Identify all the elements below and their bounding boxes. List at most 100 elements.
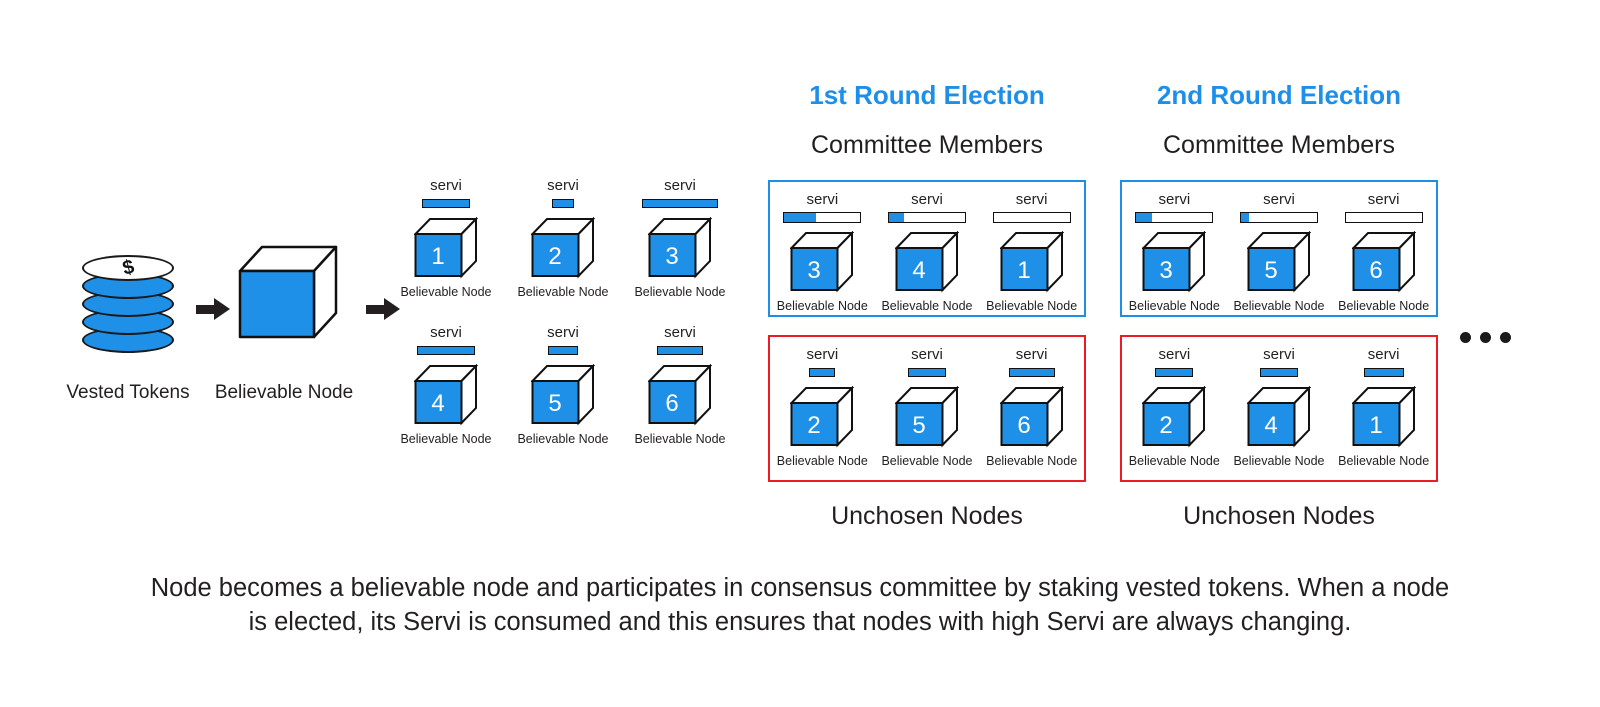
- servi-bar-fill: [1259, 368, 1298, 377]
- node-cube: 6: [1334, 231, 1434, 297]
- node-caption: Believable Node: [634, 285, 726, 299]
- node-number: 4: [912, 257, 925, 284]
- unchosen-node-6[interactable]: servi 6 Believable Node: [982, 347, 1082, 468]
- servi-bar-fill: [1008, 368, 1055, 377]
- pool-node-1[interactable]: servi 1 Believable Node: [398, 178, 494, 299]
- servi-bar-fill: [1155, 368, 1194, 377]
- node-caption: Believable Node: [517, 285, 609, 299]
- servi-bar: [877, 212, 977, 223]
- node-pool: servi 1 Believable Node servi: [398, 178, 728, 446]
- servi-label: servi: [430, 324, 462, 341]
- footer-line-2: is elected, its Servi is consumed and th…: [248, 607, 1352, 636]
- unchosen-node-2[interactable]: servi 2 Believable Node: [772, 347, 872, 468]
- servi-bar: [515, 345, 611, 356]
- servi-bar-fill: [422, 199, 470, 208]
- servi-bar: [1124, 212, 1224, 223]
- round-2-unchosen-heading: Unchosen Nodes: [1183, 502, 1375, 530]
- unchosen-node-1[interactable]: servi 1 Believable Node: [1334, 347, 1434, 468]
- node-number: 6: [1017, 412, 1030, 439]
- node-number: 3: [808, 257, 821, 284]
- node-caption: Believable Node: [881, 454, 973, 468]
- servi-bar-fill: [809, 368, 836, 377]
- node-cube: 5: [877, 386, 977, 452]
- unchosen-node-4[interactable]: servi 4 Believable Node: [1229, 347, 1329, 468]
- more-rounds-ellipsis-icon: [1460, 332, 1511, 343]
- vested-tokens-caption: Vested Tokens: [66, 382, 190, 403]
- node-caption: Believable Node: [776, 299, 868, 313]
- committee-node-3[interactable]: servi 3 Believable Node: [772, 192, 872, 313]
- servi-bar-fill: [1363, 368, 1404, 377]
- pool-node-5[interactable]: servi 5 Believable Node: [515, 325, 611, 446]
- footer-description: Node becomes a believable node and parti…: [0, 572, 1600, 639]
- servi-bar-track: [1239, 212, 1318, 223]
- footer-line-1: Node becomes a believable node and parti…: [150, 574, 1450, 602]
- servi-bar-track: [992, 212, 1071, 223]
- servi-label: servi: [911, 346, 943, 363]
- servi-bar: [632, 198, 728, 209]
- node-cube: 4: [398, 364, 494, 430]
- committee-node-5[interactable]: servi 5 Believable Node: [1229, 192, 1329, 313]
- token-coin-top: [82, 255, 174, 281]
- unchosen-node-5[interactable]: servi 5 Believable Node: [877, 347, 977, 468]
- unchosen-node-2[interactable]: servi 2 Believable Node: [1124, 347, 1224, 468]
- node-caption: Believable Node: [634, 432, 726, 446]
- pool-node-2[interactable]: servi 2 Believable Node: [515, 178, 611, 299]
- servi-label: servi: [430, 177, 462, 194]
- servi-label: servi: [1158, 191, 1191, 208]
- servi-label: servi: [806, 346, 839, 363]
- servi-bar-fill: [548, 346, 578, 355]
- servi-bar: [398, 198, 494, 209]
- servi-bar-fill: [1136, 213, 1152, 222]
- node-number: 2: [808, 412, 821, 439]
- node-cube: 5: [1229, 231, 1329, 297]
- servi-label: servi: [664, 177, 696, 194]
- node-cube: 2: [515, 217, 611, 283]
- servi-bar-fill: [907, 368, 946, 377]
- node-number: 4: [431, 390, 444, 417]
- pool-node-4[interactable]: servi 4 Believable Node: [398, 325, 494, 446]
- node-caption: Believable Node: [1338, 299, 1430, 313]
- node-cube: 3: [1124, 231, 1224, 297]
- servi-label: servi: [664, 324, 696, 341]
- servi-bar-fill: [1240, 213, 1249, 222]
- node-caption: Believable Node: [1233, 299, 1325, 313]
- node-cube: 6: [632, 364, 728, 430]
- committee-node-3[interactable]: servi 3 Believable Node: [1124, 192, 1224, 313]
- node-pool-row: servi 1 Believable Node servi: [398, 178, 728, 299]
- node-number: 5: [912, 412, 925, 439]
- node-cube: 1: [1334, 386, 1434, 452]
- committee-node-1[interactable]: servi 1 Believable Node: [982, 192, 1082, 313]
- node-number: 1: [1369, 412, 1382, 439]
- servi-bar-track: [887, 212, 966, 223]
- pool-node-3[interactable]: servi 3 Believable Node: [632, 178, 728, 299]
- committee-node-4[interactable]: servi 4 Believable Node: [877, 192, 977, 313]
- servi-label: servi: [911, 191, 943, 208]
- node-caption: Believable Node: [1128, 299, 1220, 313]
- round-1-title: 1st Round Election: [809, 80, 1045, 110]
- node-cube: 4: [877, 231, 977, 297]
- node-cube: 2: [1124, 386, 1224, 452]
- servi-bar-track: [783, 212, 862, 223]
- servi-bar-track: [1135, 212, 1214, 223]
- servi-bar-fill: [657, 346, 703, 355]
- servi-label: servi: [1367, 346, 1400, 363]
- round-2-title: 2nd Round Election: [1156, 80, 1402, 110]
- node-cube: 4: [1229, 386, 1329, 452]
- servi-bar: [1229, 212, 1329, 223]
- servi-bar: [772, 212, 872, 223]
- round-2-unchosen-box: servi 2 Believable Node servi 4: [1120, 335, 1438, 482]
- pool-node-6[interactable]: servi 6 Believable Node: [632, 325, 728, 446]
- servi-label: servi: [1158, 346, 1191, 363]
- node-number: 1: [1017, 257, 1030, 284]
- committee-node-6[interactable]: servi 6 Believable Node: [1334, 192, 1434, 313]
- round-2-committee-heading: Committee Members: [1163, 131, 1395, 159]
- believable-node-icon: [238, 245, 338, 341]
- node-cube: 5: [515, 364, 611, 430]
- node-number: 5: [548, 390, 561, 417]
- servi-label: servi: [547, 177, 579, 194]
- vested-tokens-icon: $: [82, 255, 174, 363]
- servi-bar: [1229, 367, 1329, 378]
- servi-label: servi: [1015, 191, 1048, 208]
- servi-bar: [1334, 367, 1434, 378]
- node-number: 5: [1264, 257, 1277, 284]
